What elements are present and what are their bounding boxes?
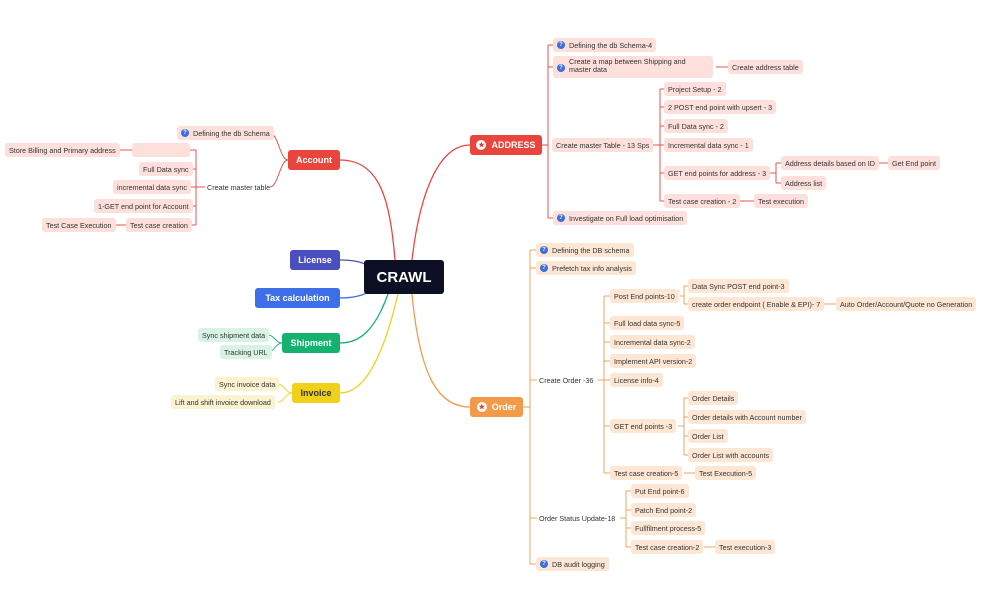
order-prefetch-node[interactable]: ? Prefetch tax info analysis [536, 261, 636, 275]
account-full-sync-node[interactable]: Full Data sync [139, 162, 193, 176]
order-fulfil-node[interactable]: Fullfilment process-5 [631, 521, 706, 535]
order-audit-label: DB audit logging [552, 559, 605, 569]
root-node[interactable]: CRAWL [364, 260, 444, 294]
order-incr-node[interactable]: Incremental data sync-2 [610, 335, 695, 349]
order-data-sync-post-node[interactable]: Data Sync POST end point-3 [688, 279, 789, 293]
address-list-node[interactable]: Address list [781, 176, 827, 190]
order-schema-node[interactable]: ? Defining the DB schema [536, 243, 634, 257]
order-label: Order [491, 402, 517, 412]
address-details-id-node[interactable]: Address details based on ID [781, 156, 879, 170]
account-schema-node[interactable]: ? Defining the db Schema [177, 126, 274, 140]
order-get-node[interactable]: GET end points -3 [610, 419, 677, 433]
license-node[interactable]: License [290, 250, 340, 270]
address-investigate-node[interactable]: ? Investigate on Full load optimisation [553, 211, 688, 225]
address-map-node[interactable]: ? Create a map between Shipping and maste… [553, 56, 713, 78]
order-node[interactable]: ★ Order [470, 397, 523, 417]
address-get-end-node[interactable]: Get End point [888, 156, 940, 170]
address-label: ADDRESS [491, 140, 536, 150]
order-post-node[interactable]: Post End points-10 [610, 289, 679, 303]
account-test-case-node[interactable]: Test case creation [126, 218, 192, 232]
address-get-node[interactable]: GET end points for address - 3 [664, 166, 771, 180]
order-api-node[interactable]: Implement API version-2 [610, 354, 697, 368]
address-node[interactable]: ★ ADDRESS [470, 135, 542, 155]
order-put-node[interactable]: Put End point-6 [631, 484, 689, 498]
question-icon: ? [540, 264, 548, 272]
shipment-tracking-node[interactable]: Tracking URL [220, 345, 272, 359]
order-prefetch-label: Prefetch tax info analysis [552, 263, 632, 273]
address-post-node[interactable]: 2 POST end point with upsert - 3 [664, 100, 777, 114]
order-details-acct-node[interactable]: Order details with Account number [688, 410, 806, 424]
shipment-node[interactable]: Shipment [282, 333, 340, 353]
star-icon: ★ [476, 402, 487, 412]
address-map-label: Create a map between Shipping and master… [569, 57, 686, 74]
address-master-node[interactable]: Create master Table - 13 Sps [552, 138, 654, 152]
account-empty-node[interactable] [132, 143, 190, 157]
order-list-acct-node[interactable]: Order List with accounts [688, 448, 774, 462]
address-schema-node[interactable]: ? Defining the db Schema-4 [553, 38, 657, 52]
order-license-node[interactable]: License info-4 [610, 373, 663, 387]
invoice-sync-node[interactable]: Sync invoice data [215, 377, 280, 391]
shipment-sync-node[interactable]: Sync shipment data [198, 328, 270, 342]
order-patch-node[interactable]: Patch End point-2 [631, 503, 697, 517]
order-audit-node[interactable]: ? DB audit logging [536, 557, 609, 571]
question-icon: ? [181, 129, 189, 137]
order-auto-node[interactable]: Auto Order/Account/Quote no Generation [836, 297, 977, 311]
account-schema-label: Defining the db Schema [193, 128, 270, 138]
address-investigate-label: Investigate on Full load optimisation [569, 213, 684, 223]
account-incr-sync-node[interactable]: incremental data sync [113, 180, 191, 194]
question-icon: ? [557, 64, 565, 72]
order-test-exec-node[interactable]: Test Execution-5 [695, 466, 757, 480]
address-schema-label: Defining the db Schema-4 [569, 40, 653, 50]
order-details-node[interactable]: Order Details [688, 391, 739, 405]
order-schema-label: Defining the DB schema [552, 245, 630, 255]
order-test-exec2-node[interactable]: Test execution-3 [715, 540, 776, 554]
question-icon: ? [557, 214, 565, 222]
address-setup-node[interactable]: Project Setup - 2 [664, 82, 726, 96]
address-table-node[interactable]: Create address table [728, 60, 803, 74]
order-test-case-node[interactable]: Test case creation-5 [610, 466, 683, 480]
account-get-end-node[interactable]: 1-GET end point for Account [94, 199, 193, 213]
address-test-case-node[interactable]: Test case creation - 2 [664, 194, 741, 208]
question-icon: ? [540, 246, 548, 254]
address-incr-node[interactable]: Incremental data sync - 1 [664, 138, 753, 152]
tax-calculation-node[interactable]: Tax calculation [255, 288, 340, 308]
account-store-node[interactable]: Store Billing and Primary address [5, 143, 120, 157]
order-full-load-node[interactable]: Full load data sync-5 [610, 316, 685, 330]
invoice-node[interactable]: Invoice [292, 383, 340, 403]
question-icon: ? [540, 560, 548, 568]
star-icon: ★ [476, 140, 487, 150]
question-icon: ? [557, 41, 565, 49]
invoice-lift-node[interactable]: Lift and shift invoice download [171, 395, 275, 409]
account-master-node[interactable]: Create master table [207, 182, 271, 192]
order-create-node[interactable]: Create Order -36 [539, 375, 594, 385]
address-test-exec-node[interactable]: Test execution [754, 194, 808, 208]
account-test-exec-node[interactable]: Test Case Execution [42, 218, 116, 232]
order-create-endpoint-node[interactable]: create order endpoint ( Enable & EPI)- 7 [688, 297, 825, 311]
order-list-node[interactable]: Order List [688, 429, 728, 443]
order-status-node[interactable]: Order Status Update-18 [539, 513, 616, 523]
order-test-case2-node[interactable]: Test case creation-2 [631, 540, 704, 554]
account-node[interactable]: Account [288, 150, 340, 170]
address-full-sync-node[interactable]: Full Data sync - 2 [664, 119, 728, 133]
